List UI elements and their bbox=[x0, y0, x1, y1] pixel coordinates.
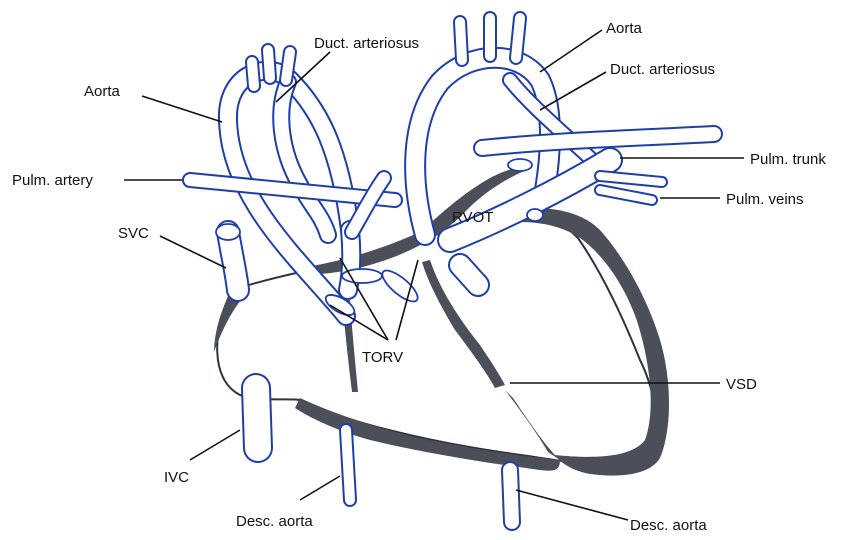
label-rvot: RVOT bbox=[452, 209, 493, 226]
leader-aorta-right bbox=[540, 30, 602, 72]
label-vsd: VSD bbox=[726, 376, 757, 393]
leader-desc-aorta-left bbox=[300, 476, 340, 500]
label-desc-aorta-left: Desc. aorta bbox=[236, 513, 313, 530]
leader-desc-aorta-right bbox=[516, 490, 628, 520]
left-head-vessel-3-lumen bbox=[286, 52, 290, 80]
leader-svc bbox=[160, 236, 226, 268]
label-duct-left: Duct. arteriosus bbox=[314, 35, 419, 52]
label-torv: TORV bbox=[362, 349, 403, 366]
right-head-vessel-3-lumen bbox=[516, 18, 520, 58]
rvot-cap bbox=[527, 209, 543, 221]
left-head-vessel-2-lumen bbox=[268, 50, 270, 78]
left-desc-aorta-lumen bbox=[346, 430, 350, 500]
left-head-vessel-1-lumen bbox=[252, 62, 254, 86]
label-pulm-veins: Pulm. veins bbox=[726, 191, 804, 208]
pulm-trunk-cap bbox=[508, 159, 532, 171]
label-aorta-left: Aorta bbox=[84, 83, 121, 100]
svc-cap bbox=[216, 224, 240, 240]
leader-ivc bbox=[190, 430, 240, 460]
label-ivc: IVC bbox=[164, 469, 189, 486]
ivc-lumen bbox=[256, 388, 258, 448]
leader-aorta-left bbox=[142, 96, 222, 122]
label-svc: SVC bbox=[118, 225, 149, 242]
label-pulm-artery: Pulm. artery bbox=[12, 172, 93, 189]
label-desc-aorta-right: Desc. aorta bbox=[630, 517, 707, 534]
rvot-outflow-lumen bbox=[460, 265, 478, 285]
label-pulm-trunk: Pulm. trunk bbox=[750, 151, 826, 168]
right-desc-aorta-lumen bbox=[510, 470, 512, 522]
label-aorta-right: Aorta bbox=[606, 20, 643, 37]
label-duct-right: Duct. arteriosus bbox=[610, 61, 715, 78]
pulm-vein-2-lumen bbox=[600, 190, 652, 200]
right-head-vessel-1-lumen bbox=[460, 22, 462, 60]
